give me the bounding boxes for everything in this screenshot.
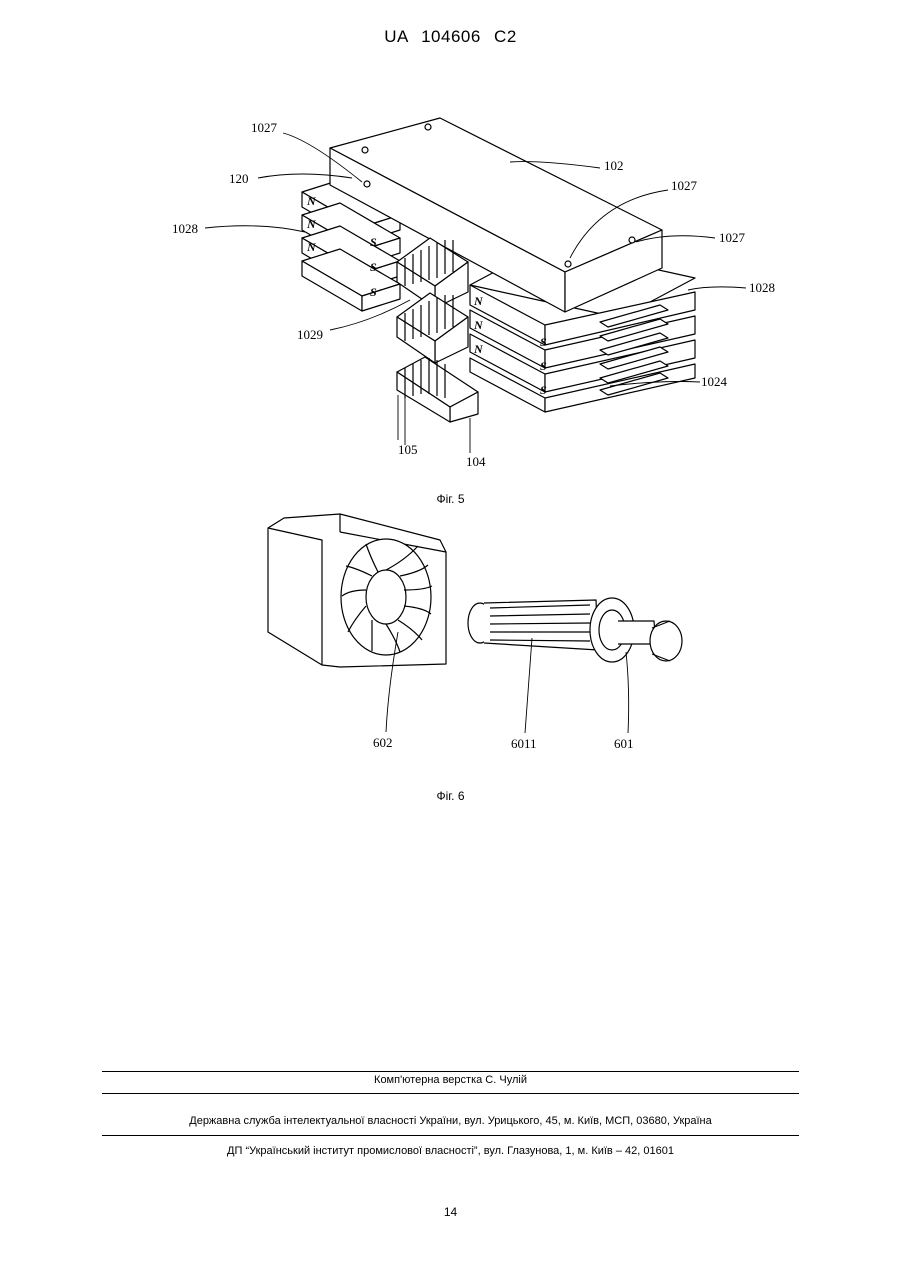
label-105: 105 — [398, 442, 418, 457]
label-104: 104 — [466, 454, 486, 469]
label-1027: 1027 — [251, 120, 278, 135]
footer-rule — [102, 1093, 799, 1094]
label-602: 602 — [373, 735, 393, 750]
label-601: 601 — [614, 736, 634, 751]
pole-n: N — [306, 240, 317, 254]
pole-s: S — [540, 383, 547, 397]
pole-n: N — [473, 342, 484, 356]
institute-address: ДП “Український інститут промислової вла… — [0, 1145, 901, 1157]
label-120: 120 — [229, 171, 249, 186]
label-1027: 1027 — [671, 178, 698, 193]
pole-s: S — [370, 260, 377, 274]
pole-n: N — [473, 294, 484, 308]
pole-s: S — [540, 335, 547, 349]
pole-s: S — [370, 235, 377, 249]
label-1027: 1027 — [719, 230, 746, 245]
pole-n: N — [306, 194, 317, 208]
coil-lower — [397, 357, 478, 422]
pole-n: N — [473, 318, 484, 332]
footer-rule — [102, 1135, 799, 1136]
page-number: 14 — [0, 1205, 901, 1219]
figure-6-drawing: 602 6011 601 — [0, 510, 901, 780]
figure-6-caption: Фіг. 6 — [0, 789, 901, 803]
figure-5-drawing: N N N S S S N N N S S S 1027 120 1028 10… — [0, 0, 901, 480]
pole-s: S — [370, 285, 377, 299]
fan-housing — [268, 514, 446, 667]
label-1028: 1028 — [749, 280, 775, 295]
pole-s: S — [540, 359, 547, 373]
label-102: 102 — [604, 158, 624, 173]
ip-service-address: Державна служба інтелектуальної власност… — [0, 1115, 901, 1127]
footer-rule-top — [102, 1071, 799, 1072]
coil-middle — [397, 293, 468, 363]
pole-n: N — [306, 217, 317, 231]
figure-5-caption: Фіг. 5 — [0, 492, 901, 506]
label-6011: 6011 — [511, 736, 537, 751]
label-1028: 1028 — [172, 221, 198, 236]
rotor-shaft — [468, 598, 682, 662]
label-1024: 1024 — [701, 374, 728, 389]
label-1029: 1029 — [297, 327, 323, 342]
layout-credit: Комп'ютерна верстка С. Чулій — [0, 1074, 901, 1086]
